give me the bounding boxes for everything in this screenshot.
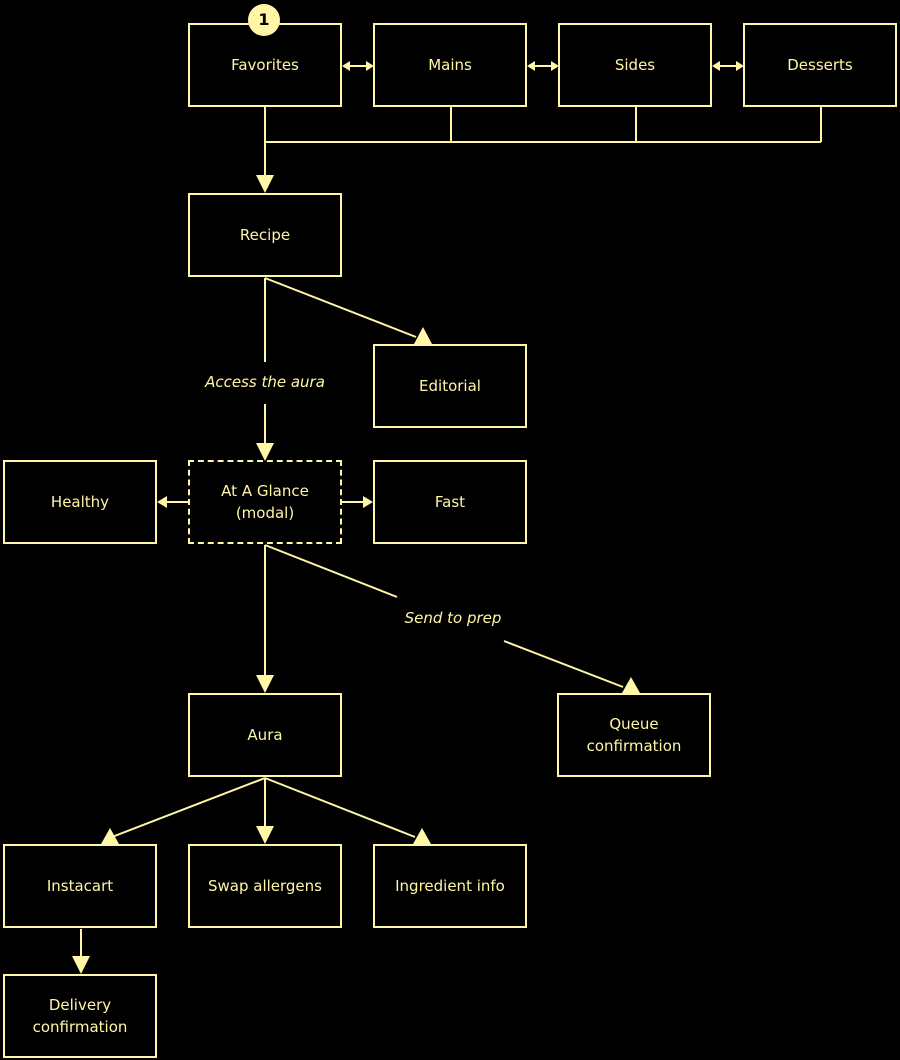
arrowhead-diagonal [622,677,640,693]
connector-recipe-to-editorial [264,277,417,338]
arrowhead-right [736,61,744,71]
node-mains[interactable]: Mains [373,23,527,107]
edge-label-send-to-prep: Send to prep [404,609,502,627]
node-delivery-confirmation[interactable]: Delivery confirmation [3,974,157,1058]
node-instacart[interactable]: Instacart [3,844,157,928]
connector-glance-to-queue-lower [503,640,624,688]
arrowhead-diagonal [413,828,431,844]
connector-aura-to-instacart [111,777,266,838]
connector-aura-to-ingredient [264,777,416,838]
node-ingredient-info[interactable]: Ingredient info [373,844,527,928]
arrowhead-down [256,175,274,193]
connector-glance-to-queue-upper [264,544,398,598]
arrowhead-left [157,496,167,508]
node-aura[interactable]: Aura [188,693,342,777]
node-sides[interactable]: Sides [558,23,712,107]
node-healthy[interactable]: Healthy [3,460,157,544]
arrowhead-left [342,61,350,71]
step-number-badge: 1 [248,4,280,36]
arrowhead-left [527,61,535,71]
node-fast[interactable]: Fast [373,460,527,544]
arrowhead-diagonal [101,828,119,844]
arrowhead-right [366,61,374,71]
node-recipe[interactable]: Recipe [188,193,342,277]
arrowhead-down [256,826,274,844]
arrowhead-diagonal [414,327,432,344]
arrowhead-down [256,443,274,461]
arrowhead-left [712,61,720,71]
node-editorial[interactable]: Editorial [373,344,527,428]
arrowhead-right [551,61,559,71]
node-swap-allergens[interactable]: Swap allergens [188,844,342,928]
node-desserts[interactable]: Desserts [743,23,897,107]
node-at-a-glance-modal[interactable]: At A Glance (modal) [188,460,342,544]
node-queue-confirmation[interactable]: Queue confirmation [557,693,711,777]
arrowhead-right [363,496,373,508]
arrowhead-down [256,675,274,693]
arrowhead-down [72,956,90,974]
edge-label-access-the-aura: Access the aura [205,373,325,391]
